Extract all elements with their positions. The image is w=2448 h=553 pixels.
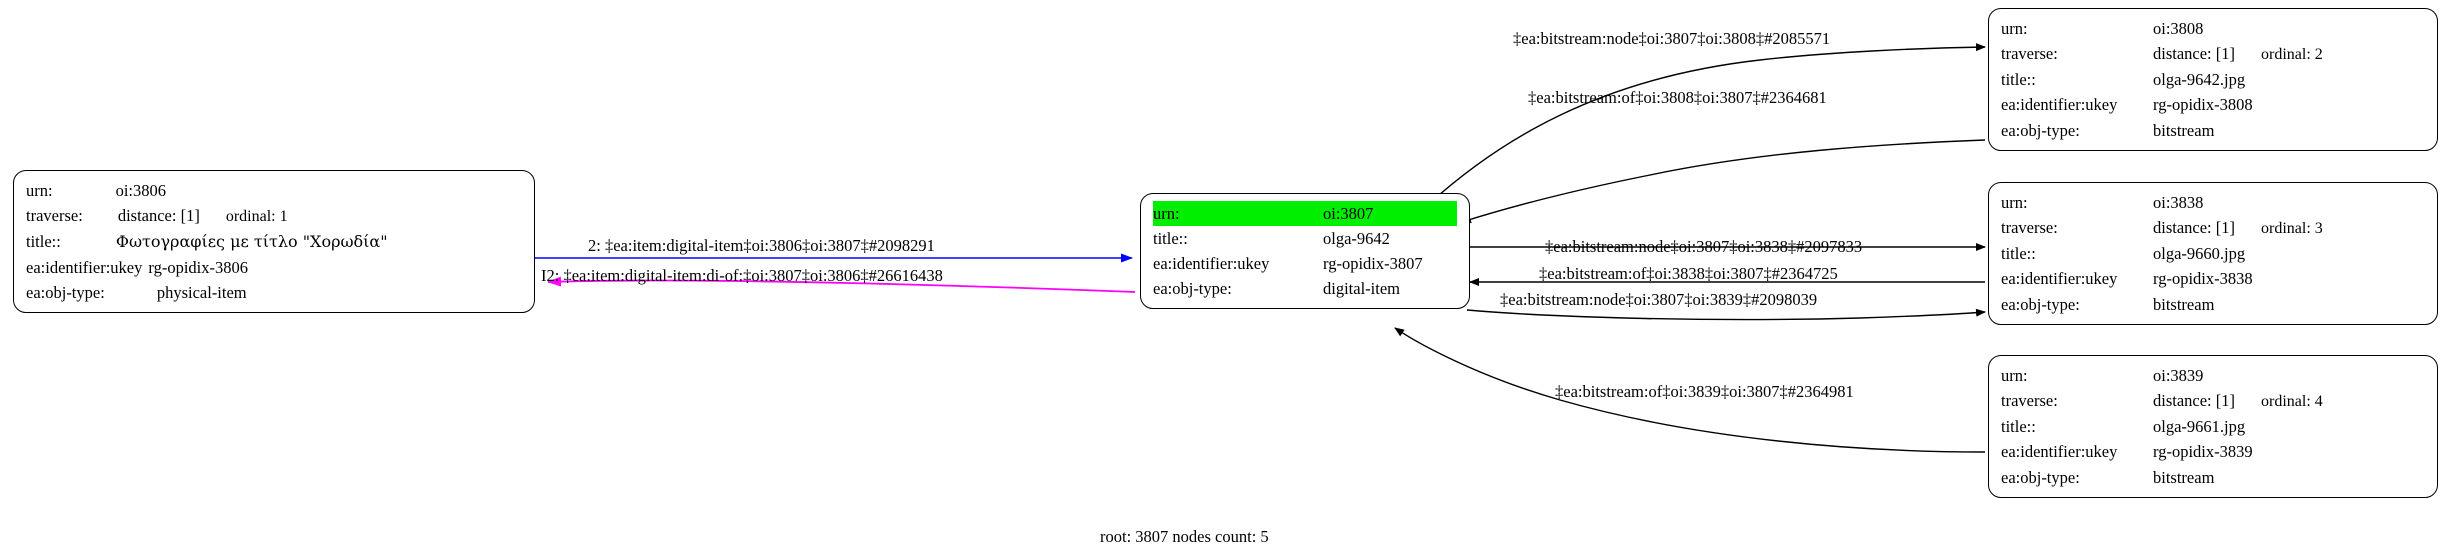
row-value: bitstream bbox=[2153, 467, 2215, 487]
node-row: ea:identifier:ukey rg-opidix-3807 bbox=[1153, 251, 1457, 276]
edge-e-3807-3839 bbox=[1466, 308, 1986, 321]
node-row: urn: oi:3838 bbox=[2001, 190, 2425, 215]
row-key: ea:obj-type: bbox=[2001, 120, 2080, 140]
row-value: rg-opidix-3806 bbox=[148, 257, 248, 277]
row-key: ea:identifier:ukey bbox=[26, 257, 143, 277]
row-key: urn: bbox=[2001, 366, 2028, 385]
edge-label-e-3807-3838: ‡ea:bitstream:node‡oi:3807‡oi:3838‡#2097… bbox=[1545, 237, 1863, 256]
node-row: traverse: distance: [1] ordinal: 1 bbox=[26, 203, 522, 229]
node-row: ea:obj-type: bitstream bbox=[2001, 292, 2425, 317]
node-row: traverse: distance: [1] ordinal: 2 bbox=[2001, 41, 2425, 67]
node-oi-3806[interactable]: urn: oi:3806 traverse: distance: [1] ord… bbox=[13, 170, 535, 313]
node-row: ea:identifier:ukey rg-opidix-3806 bbox=[26, 255, 522, 280]
row-value: bitstream bbox=[2153, 294, 2215, 314]
row-extra: ordinal: 1 bbox=[225, 208, 288, 226]
row-key: urn: bbox=[2001, 193, 2028, 212]
row-key: traverse: bbox=[2001, 391, 2058, 411]
row-value: rg-opidix-3808 bbox=[2153, 95, 2253, 115]
edge-label-e-3838-3807: ‡ea:bitstream:of‡oi:3838‡oi:3807‡#236472… bbox=[1539, 264, 1838, 283]
row-key: title:: bbox=[2001, 244, 2036, 264]
row-key: urn: bbox=[2001, 19, 2028, 38]
node-row: title:: olga-9660.jpg bbox=[2001, 241, 2425, 266]
row-extra: ordinal: 3 bbox=[2261, 220, 2323, 238]
node-row: urn: oi:3839 bbox=[2001, 363, 2425, 388]
row-key: title:: bbox=[1153, 229, 1188, 249]
node-row: ea:obj-type: bitstream bbox=[2001, 465, 2425, 490]
row-key: urn: bbox=[1153, 201, 1323, 227]
row-value: physical-item bbox=[156, 282, 247, 302]
row-value: oi:3808 bbox=[2153, 19, 2204, 38]
node-row: ea:identifier:ukey rg-opidix-3808 bbox=[2001, 92, 2425, 117]
row-value: digital-item bbox=[1323, 279, 1400, 299]
row-value: distance: [1] bbox=[2153, 391, 2236, 411]
node-row: ea:obj-type: bitstream bbox=[2001, 118, 2425, 143]
edge-e-3807-3808 bbox=[1429, 43, 1986, 204]
row-value: olga-9661.jpg bbox=[2153, 417, 2246, 437]
row-key: title:: bbox=[2001, 70, 2036, 90]
row-key: urn: bbox=[26, 181, 53, 200]
row-value: olga-9642.jpg bbox=[2153, 70, 2246, 90]
row-key: traverse: bbox=[2001, 218, 2058, 238]
node-row: ea:obj-type: physical-item bbox=[26, 280, 522, 305]
edge-label-e-3807-3806: I2: ‡ea:item:digital-item:di-of:‡oi:3807… bbox=[541, 266, 943, 285]
row-key: traverse: bbox=[26, 206, 83, 226]
edge-label-e-3807-3808: ‡ea:bitstream:node‡oi:3807‡oi:3808‡#2085… bbox=[1513, 29, 1831, 48]
edge-label-e-3839-3807: ‡ea:bitstream:of‡oi:3839‡oi:3807‡#236498… bbox=[1555, 382, 1854, 401]
edge-label-e-3806-3807: 2: ‡ea:item:digital-item‡oi:3806‡oi:3807… bbox=[588, 236, 935, 255]
node-oi-3838[interactable]: urn: oi:3838 traverse: distance: [1] ord… bbox=[1988, 182, 2438, 325]
edge-label-e-3807-3839: ‡ea:bitstream:node‡oi:3807‡oi:3839‡#2098… bbox=[1500, 290, 1818, 309]
row-key: ea:obj-type: bbox=[2001, 467, 2080, 487]
row-key: ea:identifier:ukey bbox=[2001, 269, 2118, 289]
node-row: urn: oi:3808 bbox=[2001, 16, 2425, 41]
row-extra: ordinal: 4 bbox=[2261, 393, 2323, 411]
node-row: traverse: distance: [1] ordinal: 3 bbox=[2001, 215, 2425, 241]
node-row: traverse: distance: [1] ordinal: 4 bbox=[2001, 388, 2425, 414]
node-row-highlighted: urn: oi:3807 bbox=[1153, 201, 1457, 227]
row-key: ea:identifier:ukey bbox=[2001, 95, 2118, 115]
node-row: title:: Φωτογραφίες με τίτλο "Χορωδία" bbox=[26, 229, 522, 254]
row-key: ea:identifier:ukey bbox=[1153, 254, 1270, 274]
node-row: ea:obj-type: digital-item bbox=[1153, 276, 1457, 301]
row-key: title:: bbox=[26, 232, 61, 252]
row-value: Φωτογραφίες με τίτλο "Χορωδία" bbox=[115, 232, 388, 252]
row-value: rg-opidix-3839 bbox=[2153, 442, 2253, 462]
row-value: oi:3806 bbox=[115, 181, 167, 200]
row-key: traverse: bbox=[2001, 44, 2058, 64]
node-oi-3808[interactable]: urn: oi:3808 traverse: distance: [1] ord… bbox=[1988, 8, 2438, 151]
row-value: olga-9660.jpg bbox=[2153, 244, 2246, 264]
row-key: ea:obj-type: bbox=[1153, 279, 1232, 299]
row-value: distance: [1] bbox=[2153, 218, 2236, 238]
node-oi-3807[interactable]: urn: oi:3807 title:: olga-9642 ea:identi… bbox=[1140, 193, 1470, 310]
row-value: rg-opidix-3807 bbox=[1323, 254, 1423, 274]
row-value: oi:3838 bbox=[2153, 193, 2204, 212]
graph-caption: root: 3807 nodes count: 5 bbox=[1100, 527, 1269, 546]
node-row: title:: olga-9661.jpg bbox=[2001, 414, 2425, 439]
row-value: distance: [1] bbox=[117, 206, 200, 226]
row-key: ea:identifier:ukey bbox=[2001, 442, 2118, 462]
edge-e-3808-3807 bbox=[1461, 139, 1986, 224]
row-value: oi:3807 bbox=[1323, 201, 1449, 227]
row-value: distance: [1] bbox=[2153, 44, 2236, 64]
row-key: title:: bbox=[2001, 417, 2036, 437]
node-row: title:: olga-9642.jpg bbox=[2001, 67, 2425, 92]
edge-label-e-3808-3807: ‡ea:bitstream:of‡oi:3808‡oi:3807‡#236468… bbox=[1528, 88, 1827, 107]
row-value: oi:3839 bbox=[2153, 366, 2204, 385]
row-value: olga-9642 bbox=[1323, 229, 1390, 249]
row-value: rg-opidix-3838 bbox=[2153, 269, 2253, 289]
node-row: title:: olga-9642 bbox=[1153, 226, 1457, 251]
node-oi-3839[interactable]: urn: oi:3839 traverse: distance: [1] ord… bbox=[1988, 355, 2438, 498]
node-row: urn: oi:3806 bbox=[26, 178, 522, 203]
row-key: ea:obj-type: bbox=[26, 282, 105, 302]
row-key: ea:obj-type: bbox=[2001, 294, 2080, 314]
node-row: ea:identifier:ukey rg-opidix-3838 bbox=[2001, 266, 2425, 291]
row-value: bitstream bbox=[2153, 120, 2215, 140]
row-extra: ordinal: 2 bbox=[2261, 46, 2323, 64]
node-row: ea:identifier:ukey rg-opidix-3839 bbox=[2001, 439, 2425, 464]
